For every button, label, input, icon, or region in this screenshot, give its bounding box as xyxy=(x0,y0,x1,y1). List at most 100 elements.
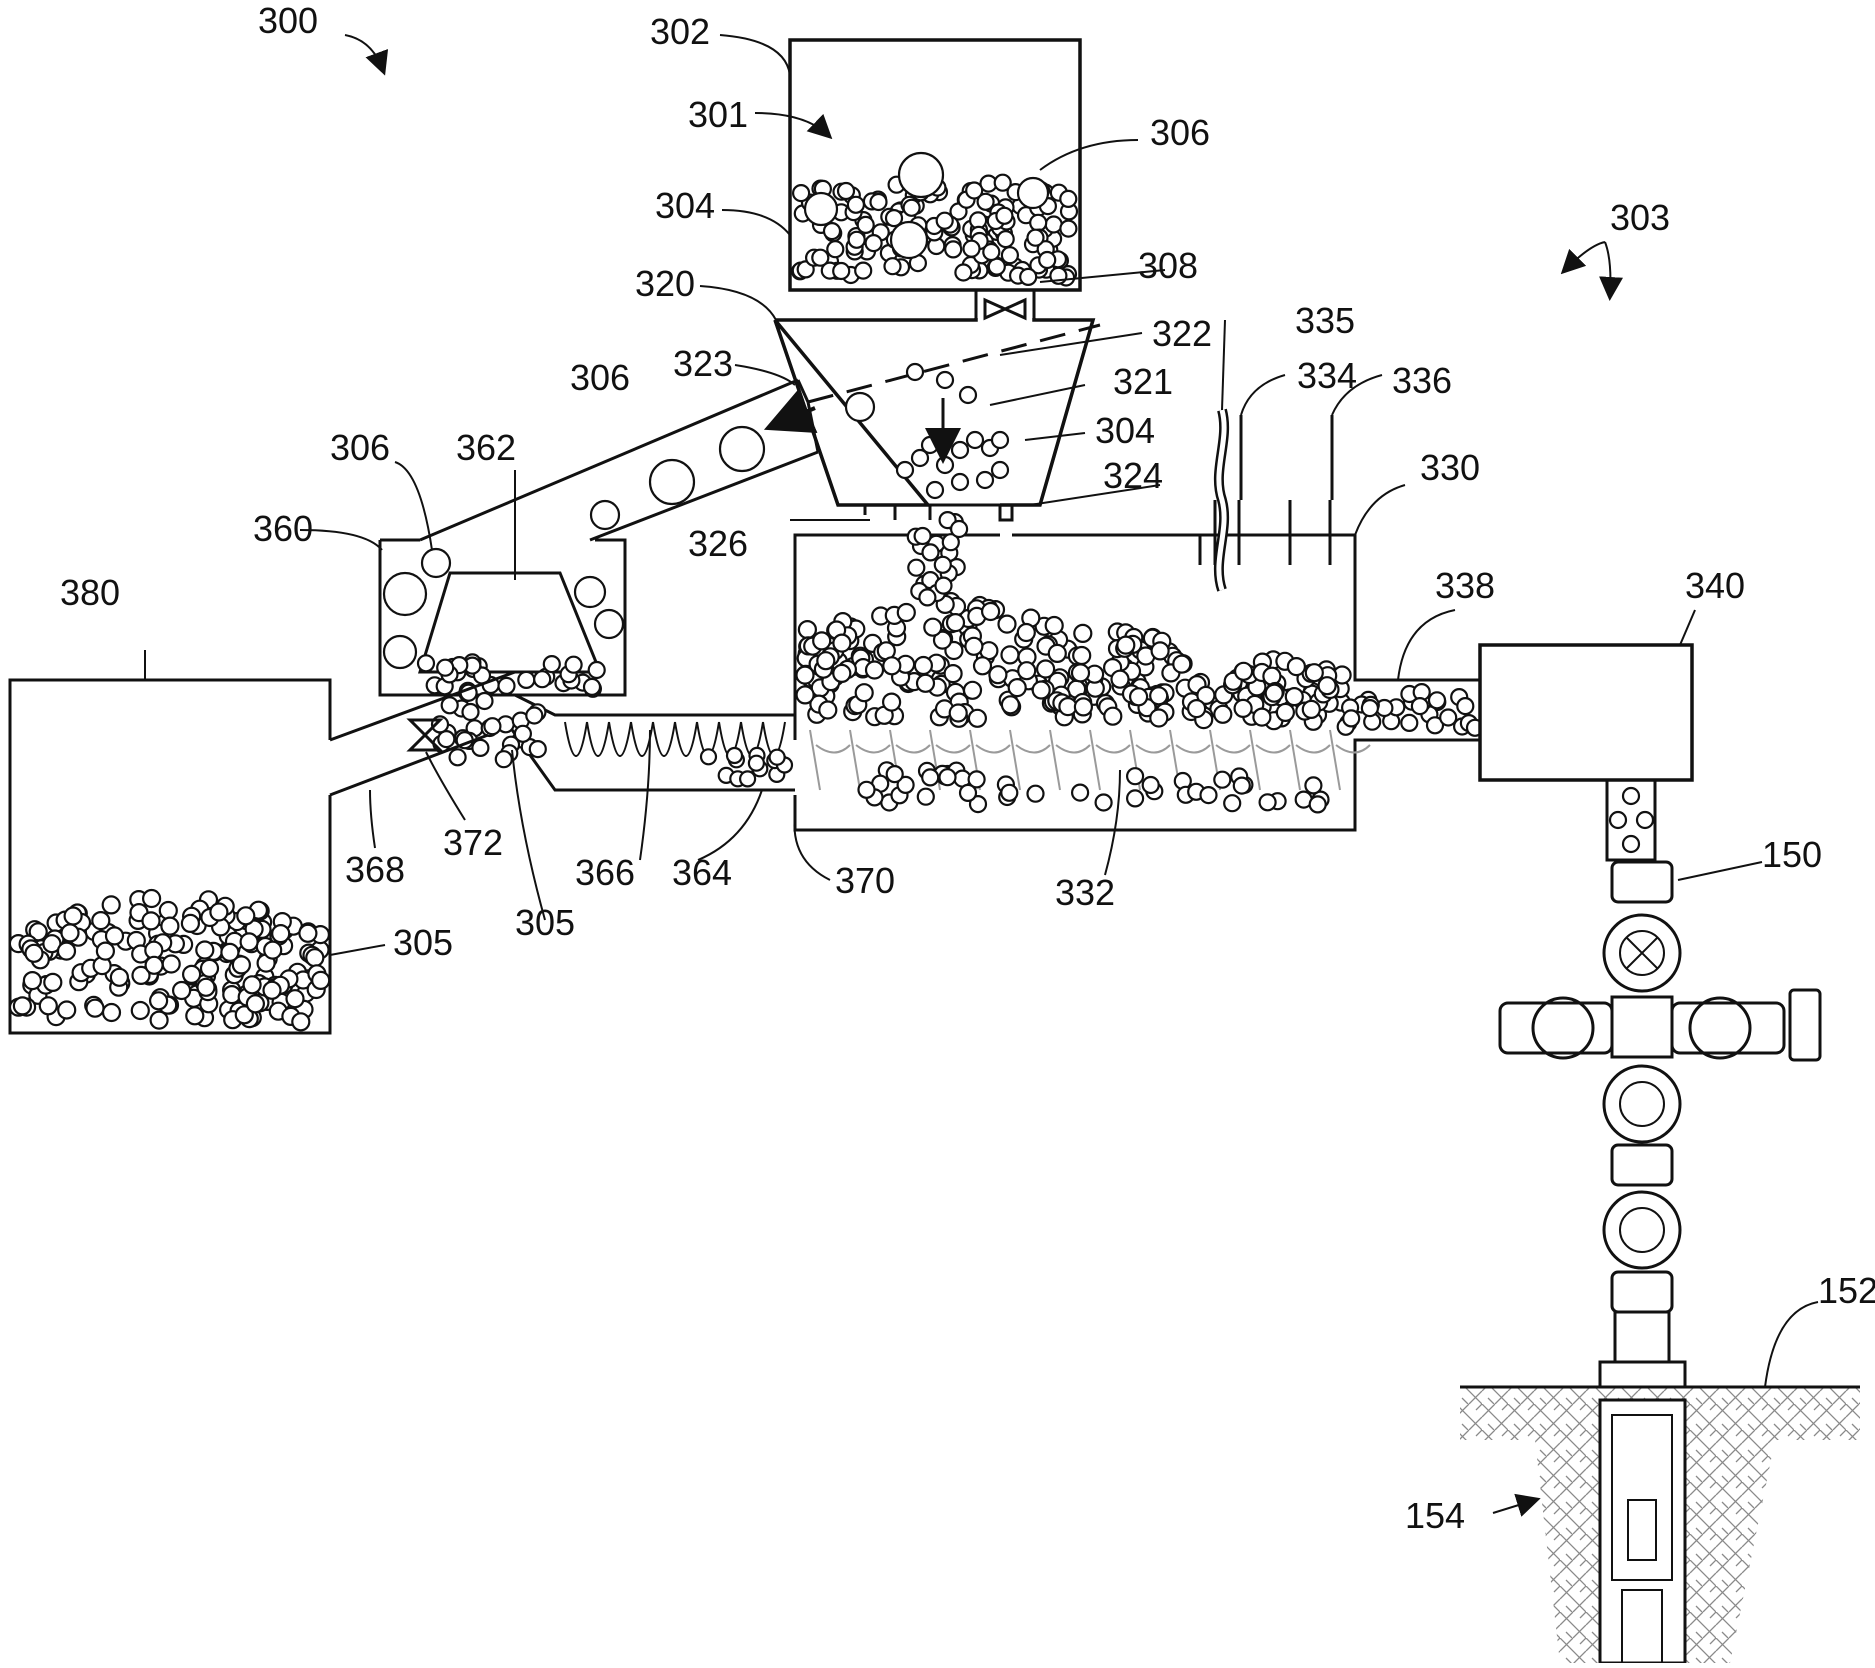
auger-flight xyxy=(1250,730,1290,790)
label-301: 301 xyxy=(688,94,748,135)
particle xyxy=(1266,685,1283,702)
label-330: 330 xyxy=(1420,447,1480,488)
particle xyxy=(201,960,218,977)
particle xyxy=(940,769,956,785)
particle xyxy=(838,183,854,199)
particle xyxy=(1060,221,1076,237)
valve-icon xyxy=(410,720,440,750)
particle xyxy=(292,1013,309,1030)
particle xyxy=(1073,647,1090,664)
particle xyxy=(26,945,43,962)
particle xyxy=(496,751,512,767)
particle xyxy=(1127,790,1143,806)
particle xyxy=(1362,700,1378,716)
particle xyxy=(1306,664,1323,681)
particle xyxy=(1028,786,1044,802)
label-364: 364 xyxy=(672,852,732,893)
particle xyxy=(14,997,31,1014)
particle xyxy=(960,387,976,403)
particle xyxy=(1074,625,1091,642)
particle xyxy=(937,372,953,388)
particle xyxy=(247,995,264,1012)
auger-flight xyxy=(810,730,850,790)
particle xyxy=(1143,777,1159,793)
particle xyxy=(1440,710,1456,726)
particle xyxy=(793,185,809,201)
particle xyxy=(132,1002,149,1019)
particle xyxy=(885,258,901,274)
particle xyxy=(589,662,605,678)
particle xyxy=(264,942,281,959)
particle xyxy=(499,678,515,694)
particle xyxy=(917,675,934,692)
particle xyxy=(960,785,976,801)
particle xyxy=(952,474,968,490)
particle xyxy=(856,684,873,701)
valve-icon xyxy=(976,290,1034,318)
particle xyxy=(1009,679,1026,696)
particle xyxy=(1319,677,1336,694)
particle xyxy=(1286,688,1303,705)
auger-flight xyxy=(1010,730,1050,790)
label-302: 302 xyxy=(650,11,710,52)
particle xyxy=(198,979,215,996)
particle xyxy=(1001,785,1017,801)
particle xyxy=(797,686,814,703)
particle xyxy=(908,560,924,576)
particle xyxy=(964,241,980,257)
particle xyxy=(952,442,968,458)
particle xyxy=(923,544,939,560)
particle xyxy=(163,956,180,973)
particle xyxy=(484,718,500,734)
particle xyxy=(833,263,849,279)
label-336: 336 xyxy=(1392,360,1452,401)
particle xyxy=(182,915,199,932)
particle xyxy=(103,896,120,913)
label-335: 335 xyxy=(1295,300,1355,341)
particle xyxy=(312,972,329,989)
particle xyxy=(977,472,993,488)
particle xyxy=(1235,663,1252,680)
particle xyxy=(418,655,434,671)
particle xyxy=(974,657,991,674)
particle xyxy=(1127,768,1143,784)
particle xyxy=(824,223,840,239)
label-152: 152 xyxy=(1818,1270,1875,1311)
auger-flight xyxy=(1050,730,1090,790)
label-324: 324 xyxy=(1103,455,1163,496)
particle xyxy=(196,942,213,959)
particle xyxy=(951,521,967,537)
particle xyxy=(287,990,304,1007)
particle xyxy=(237,907,254,924)
particle xyxy=(813,632,830,649)
particle xyxy=(848,197,864,213)
particle xyxy=(1046,217,1062,233)
particle xyxy=(92,912,109,929)
particle xyxy=(272,925,289,942)
particle xyxy=(299,925,316,942)
particle xyxy=(833,635,850,652)
particle xyxy=(883,657,900,674)
label-372: 372 xyxy=(443,822,503,863)
particle xyxy=(992,462,1008,478)
particle xyxy=(1096,795,1112,811)
particle xyxy=(1002,646,1019,663)
particle xyxy=(1263,668,1280,685)
label-306: 306 xyxy=(570,357,630,398)
particle xyxy=(150,992,167,1009)
particle xyxy=(950,705,967,722)
particle xyxy=(146,957,163,974)
particle xyxy=(518,672,534,688)
particle xyxy=(566,657,582,673)
particle xyxy=(463,704,479,720)
particle xyxy=(922,769,938,785)
particle xyxy=(87,1000,104,1017)
separator-320 xyxy=(775,318,1093,505)
particle xyxy=(964,682,981,699)
particle xyxy=(849,232,865,248)
particle xyxy=(937,213,953,229)
particle xyxy=(1234,778,1250,794)
label-340: 340 xyxy=(1685,565,1745,606)
label-300: 300 xyxy=(258,0,318,41)
